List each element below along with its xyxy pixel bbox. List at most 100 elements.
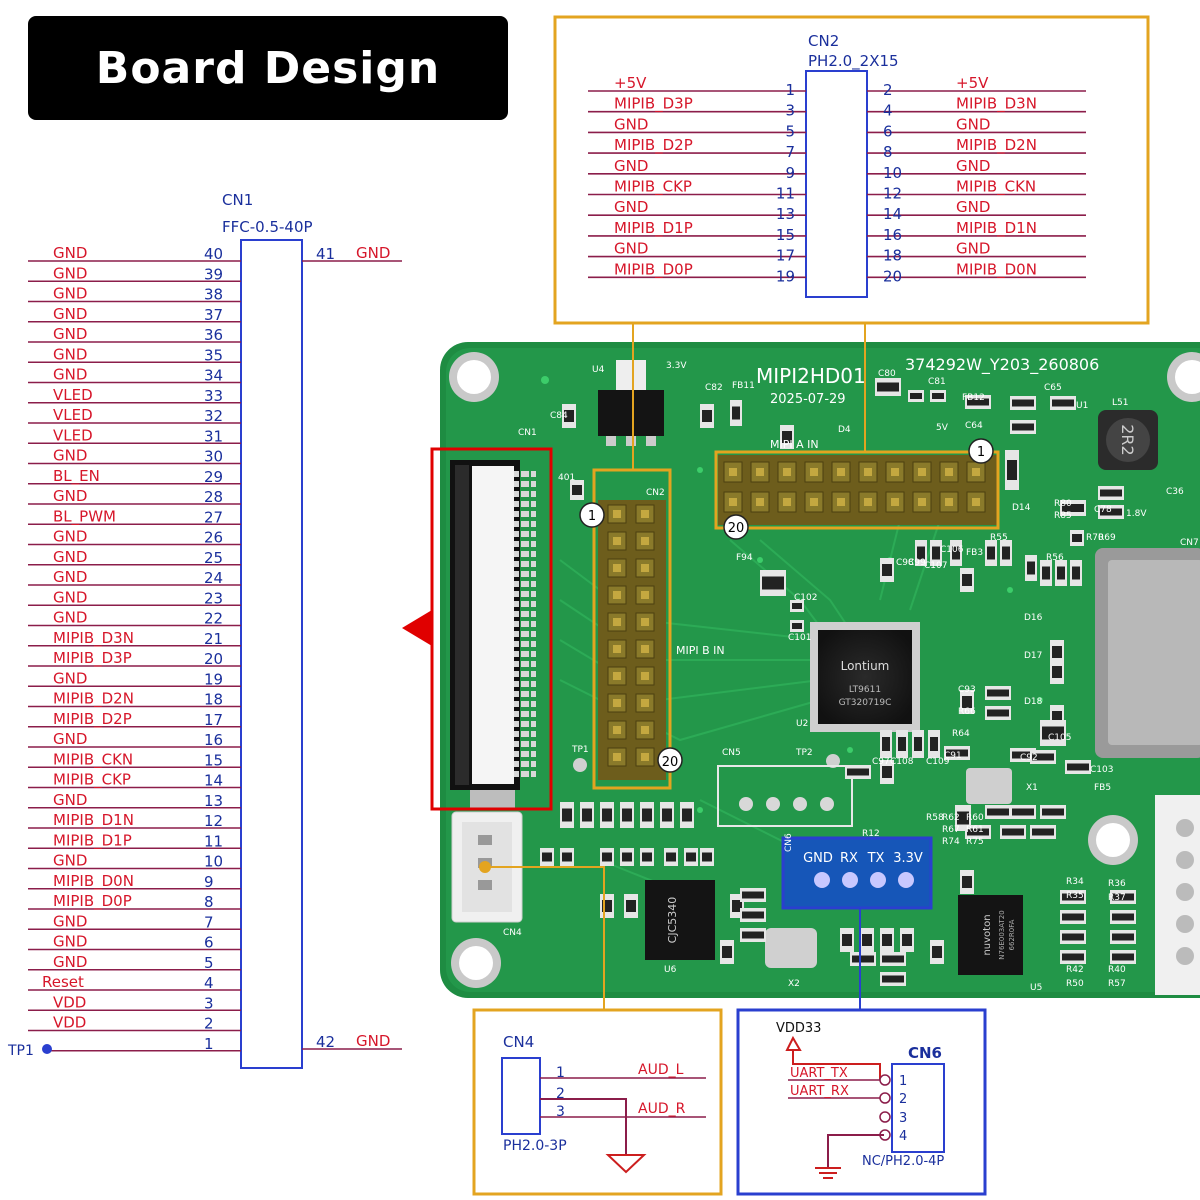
cn1-pin-number: 41	[316, 245, 335, 263]
cn2-left-label: MIPIB_D3P	[614, 95, 693, 114]
cn1-pin-number: 15	[204, 751, 223, 769]
silk-label: CN1	[518, 428, 537, 438]
silk-label: C64	[965, 421, 983, 431]
cn2-left-number: 9	[785, 164, 795, 182]
silk-label: C65	[1044, 383, 1062, 393]
mcu-brand: nuvoton	[982, 914, 993, 955]
cn1-pin-number: 31	[204, 427, 223, 445]
cn1-pin-number: 5	[204, 954, 214, 972]
mcu-code: 662R0FA	[1008, 919, 1016, 950]
cn1-pin-label: GND	[356, 244, 390, 262]
page-title: Board Design	[28, 16, 508, 120]
silk-label: U2	[796, 719, 808, 729]
cn2-right-number: 2	[883, 81, 893, 99]
cn1-pin-number: 3	[204, 994, 214, 1012]
cn6-pin-number: 2	[899, 1092, 907, 1107]
silk-label: 3.3V	[666, 361, 687, 371]
cn2-right-number: 10	[883, 164, 902, 182]
cn1-pin-number: 40	[204, 245, 223, 263]
silk-label: 5V	[936, 423, 949, 433]
silk-label: C107	[924, 561, 947, 571]
chip-model: LT9611	[849, 685, 881, 695]
silk-label: R58	[926, 813, 944, 823]
silk-label: L51	[1112, 398, 1128, 408]
u4-regulator	[598, 360, 664, 446]
cn1-pin-label: GND	[53, 447, 87, 465]
silk-label: C102	[794, 593, 817, 603]
cn6-ref: CN6	[908, 1044, 942, 1062]
cn2-right-label: GND	[956, 115, 990, 133]
cn1-pin-label: MIPIB_CKN	[53, 750, 133, 769]
cn1-pin-label: BL_EN	[53, 467, 100, 486]
cn1-pin-number: 7	[204, 913, 214, 931]
silk-label: CN2	[646, 488, 665, 498]
cn1-pin-label: VLED	[53, 406, 93, 424]
silk-label: D14	[1012, 503, 1031, 513]
silk-label: R34	[1066, 877, 1084, 887]
cn1-pin-label: BL_PWM	[53, 507, 116, 526]
silk-label: CN4	[503, 928, 522, 938]
cn1-pin-1: 1	[47, 1035, 241, 1053]
cn1-pin-label: MIPIB_D3P	[53, 649, 132, 668]
pcb-board: Lontium LT9611 GT320719C 2R2	[440, 342, 1200, 998]
cn1-pin-number: 11	[204, 832, 223, 850]
cn6-tx-label: TX	[867, 851, 885, 866]
cn1-pin-number: 37	[204, 306, 223, 324]
cn2-right-label: MIPIB_CKN	[956, 178, 1036, 197]
callout-20-mipia: 20	[728, 521, 745, 536]
cn6-pin-number: 3	[899, 1111, 907, 1126]
u6-marking: CJC5340	[666, 897, 679, 944]
cn6-pin-3: 3	[879, 1111, 907, 1126]
cn6-pin-number: 4	[899, 1129, 907, 1144]
cn1-pin-number: 26	[204, 529, 223, 547]
cn2-right-number: 20	[883, 267, 902, 285]
callout-20-cn2: 20	[662, 755, 679, 770]
cn2-left-number: 15	[776, 226, 795, 244]
cn1-pin-number: 1	[204, 1035, 214, 1053]
cn6-pin-1: UART_TX1	[788, 1066, 907, 1089]
cn6-gnd-label: GND	[803, 851, 833, 866]
callout-1-cn2: 1	[588, 509, 596, 524]
cn1-pin-number: 32	[204, 407, 223, 425]
cn1-pin-label: MIPIB_D0P	[53, 892, 132, 911]
cn1-pin-number: 13	[204, 792, 223, 810]
cn1-pin-number: 29	[204, 468, 223, 486]
cn1-pin-label: VDD	[53, 1014, 86, 1032]
silk-label: D18	[1024, 697, 1043, 707]
silk-label: C91	[944, 751, 962, 761]
cn1-schematic: CN1 FFC-0.5-40P 40GND39GND38GND37GND36GN…	[7, 191, 402, 1069]
mounting-holes	[449, 352, 1200, 988]
mcu-model: N76E003AT20	[998, 910, 1006, 959]
silk-label: C101	[788, 633, 811, 643]
cn1-pin-label: GND	[53, 669, 87, 687]
cn2-right-label: MIPIB_D3N	[956, 95, 1037, 114]
cn1-pin-number: 42	[316, 1033, 335, 1051]
silk-label: R56	[1046, 553, 1064, 563]
silk-label: U4	[592, 365, 605, 375]
cn1-pin-label: MIPIB_D0N	[53, 872, 134, 891]
cn6-pin-2: UART_RX2	[788, 1084, 907, 1107]
cn1-part: FFC-0.5-40P	[222, 218, 313, 236]
silk-label: X1	[1026, 783, 1038, 793]
cn2-right-label: MIPIB_D1N	[956, 219, 1037, 238]
crystal-x2	[765, 928, 817, 968]
